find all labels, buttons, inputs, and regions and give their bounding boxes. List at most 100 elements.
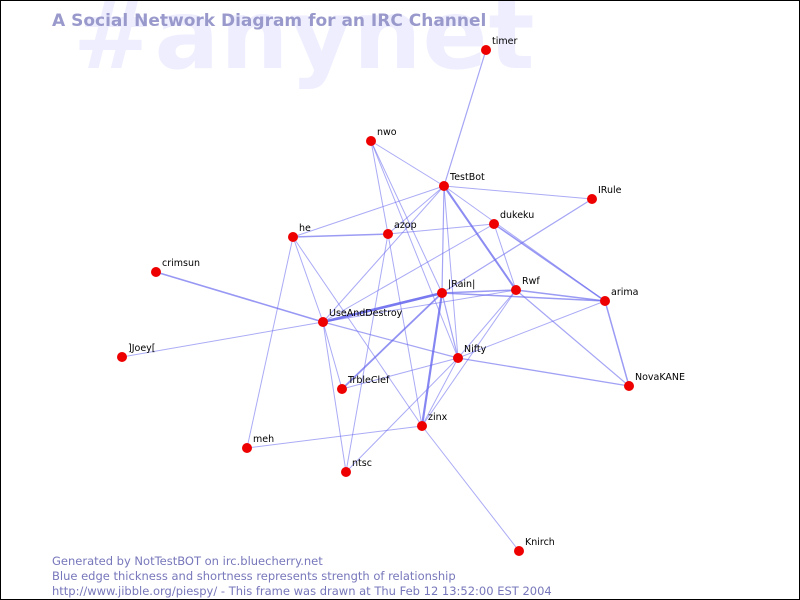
channel-watermark: #anynet <box>73 0 536 91</box>
edge-TestBot-Rwf <box>443 185 517 291</box>
node-dot-UseAndDestroy <box>318 317 328 327</box>
edge-zinx-meh <box>246 425 423 449</box>
node-dot-Nifty <box>453 353 463 363</box>
edge-Nifty-ntsc <box>345 357 459 473</box>
node-nwo: nwo <box>366 127 397 146</box>
footer-generated-by: Generated by NotTestBOT on irc.bluecherr… <box>52 554 323 568</box>
edge-Rain-TrbleClef <box>341 292 443 390</box>
node-label-Joey: ]Joey[ <box>128 343 156 354</box>
edge-UseAndDestroy-TrbleClef <box>322 321 343 390</box>
edge-TestBot-Nifty <box>443 185 459 359</box>
node-dot-arima <box>600 296 610 306</box>
node-dot-zinx <box>417 421 427 431</box>
diagram-title: A Social Network Diagram for an IRC Chan… <box>52 11 487 31</box>
node-dot-ntsc <box>341 467 351 477</box>
edge-nwo-Nifty <box>370 140 459 359</box>
node-he: he <box>288 223 311 242</box>
node-label-TrbleClef: TrbleClef <box>347 375 390 386</box>
edge-dukeku-azop <box>387 223 495 235</box>
edge-Rwf-zinx <box>421 289 517 427</box>
node-NovaKANE: NovaKANE <box>624 372 685 391</box>
node-label-dukeku: dukeku <box>500 210 534 221</box>
node-dot-NovaKANE <box>624 381 634 391</box>
edge-nwo-TestBot <box>370 140 445 187</box>
node-TestBot: TestBot <box>439 172 485 191</box>
edge-UseAndDestroy-Rain <box>322 291 443 324</box>
node-label-ntsc: ntsc <box>352 458 372 469</box>
node-dot-nwo <box>366 136 376 146</box>
node-label-IRule: IRule <box>598 185 622 196</box>
node-dot-IRule <box>587 194 597 204</box>
edge-TestBot-Rain <box>441 185 445 294</box>
node-label-meh: meh <box>253 434 274 445</box>
edge-dukeku-UseAndDestroy <box>322 223 495 323</box>
edge-TestBot-UseAndDestroy <box>322 185 445 323</box>
node-dot-Joey <box>117 352 127 362</box>
node-label-he: he <box>299 223 311 234</box>
edge-nwo-Rain <box>370 140 443 294</box>
node-dot-meh <box>242 443 252 453</box>
edge-Nifty-TrbleClef <box>341 357 459 390</box>
node-label-Rwf: Rwf <box>522 276 540 287</box>
node-timer: timer <box>481 36 517 55</box>
node-dot-crimsun <box>151 267 161 277</box>
edge-dukeku-arima <box>493 223 606 302</box>
edge-Rain-zinx <box>420 292 444 427</box>
node-dot-Rain <box>437 288 447 298</box>
edge-azop-zinx <box>387 233 423 427</box>
node-Nifty: Nifty <box>453 344 487 363</box>
node-dot-he <box>288 232 298 242</box>
edge-Rwf-Nifty <box>457 289 517 359</box>
edge-timer-TestBot <box>443 49 487 187</box>
node-meh: meh <box>242 434 274 453</box>
edge-arima-Nifty <box>457 300 606 359</box>
edge-TestBot-azop <box>387 185 445 235</box>
edges-layer <box>121 49 630 552</box>
node-ntsc: ntsc <box>341 458 372 477</box>
node-dot-timer <box>481 45 491 55</box>
edge-TestBot-he <box>292 185 445 238</box>
node-azop: azop <box>383 220 417 239</box>
edge-he-meh <box>246 236 294 449</box>
edge-he-azop <box>292 233 389 238</box>
node-label-crimsun: crimsun <box>162 258 200 269</box>
node-dot-Knirch <box>514 546 524 556</box>
node-IRule: IRule <box>587 185 622 204</box>
node-label-zinx: zinx <box>428 412 448 423</box>
node-Knirch: Knirch <box>514 537 555 556</box>
edge-Nifty-NovaKANE <box>457 357 630 387</box>
node-label-UseAndDestroy: UseAndDestroy <box>329 308 403 319</box>
node-dot-TestBot <box>439 181 449 191</box>
node-crimsun: crimsun <box>151 258 200 277</box>
footer-legend-note: Blue edge thickness and shortness repres… <box>52 569 456 583</box>
edge-crimsun-UseAndDestroy <box>155 271 324 323</box>
node-Rain: |Rain| <box>437 279 475 298</box>
node-dot-Rwf <box>511 285 521 295</box>
edge-UseAndDestroy-ntsc <box>322 321 347 473</box>
edge-dukeku-Rwf <box>493 223 517 291</box>
edge-Joey-UseAndDestroy <box>121 321 324 358</box>
edge-azop-ntsc <box>345 233 389 473</box>
edge-Rwf-arima <box>515 289 606 302</box>
edge-nwo-azop <box>370 140 389 235</box>
node-dot-azop <box>383 229 393 239</box>
node-dot-dukeku <box>489 219 499 229</box>
node-Joey: ]Joey[ <box>117 343 156 362</box>
node-arima: arima <box>600 287 638 306</box>
edge-zinx-Knirch <box>421 425 520 552</box>
node-Rwf: Rwf <box>511 276 540 295</box>
edge-Rain-Rwf <box>441 289 517 294</box>
node-label-TestBot: TestBot <box>449 172 485 183</box>
node-label-Nifty: Nifty <box>464 344 487 355</box>
footer-url-timestamp: http://www.jibble.org/piespy/ - This fra… <box>52 584 552 598</box>
node-label-timer: timer <box>492 36 517 47</box>
edge-Rain-Nifty <box>441 292 459 359</box>
node-TrbleClef: TrbleClef <box>337 375 390 394</box>
node-label-nwo: nwo <box>377 127 397 138</box>
node-dot-TrbleClef <box>337 384 347 394</box>
edge-IRule-Rain <box>441 198 593 294</box>
edge-he-UseAndDestroy <box>292 236 324 323</box>
node-zinx: zinx <box>417 412 448 431</box>
